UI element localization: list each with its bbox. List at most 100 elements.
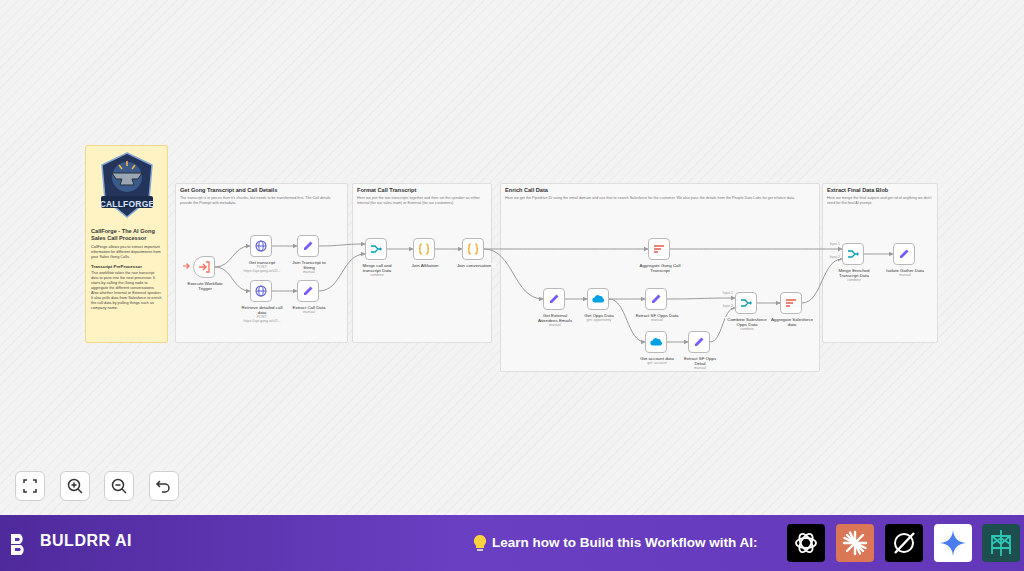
chatgpt-icon: [787, 524, 825, 562]
workflow-node: Get account dataget: account: [645, 331, 667, 353]
node-icon: [846, 247, 860, 261]
node-caption: Aggregate Gong Call Transcript: [638, 263, 682, 273]
group-title: Format Call Transcript: [357, 187, 487, 194]
node-icon: [547, 292, 561, 306]
workflow-node: Join Affiliation: [413, 238, 435, 260]
sticky-body: CallForge allows you to extract importan…: [91, 245, 162, 260]
zoom-in-button: [60, 471, 90, 501]
group-title: Extract Final Data Blob: [827, 187, 933, 194]
workflow-node: Extract Call Datamanual: [297, 280, 319, 302]
node-subtitle: manual: [635, 318, 679, 322]
promo-text: Learn how to Build this Workflow with AI…: [492, 535, 784, 550]
group-note: Format Call TranscriptHere we join the t…: [352, 183, 492, 343]
node-subtitle: POST: https://api.gong.io/v2/...: [240, 315, 284, 324]
zoom-out-button: [104, 471, 134, 501]
logo-wordmark: CALLFORGE: [96, 199, 158, 209]
node-icon: [197, 260, 211, 274]
workflow-node: Retrieve detailed call dataPOST: https:/…: [250, 280, 272, 302]
connector: [609, 299, 645, 300]
node-icon: [652, 242, 666, 256]
node-icon: [739, 296, 753, 310]
workflow-node: Aggregate Gong Call Transcript: [648, 238, 670, 260]
node-subtitle: combine: [725, 327, 769, 331]
buldrr-logo: [8, 531, 34, 557]
workflow-node: Merge Enriched Transcript Datacombine: [842, 243, 864, 265]
node-subtitle: manual: [678, 366, 722, 370]
group-note: Extract Final Data BlobHere we merge the…: [822, 183, 938, 343]
node-icon: [649, 292, 663, 306]
connector: [435, 249, 462, 250]
node-caption: Join Affiliation: [403, 263, 447, 268]
node-icon: [301, 239, 315, 253]
node-caption: Merge Enriched Transcript Datacombine: [832, 268, 876, 282]
node-caption: Isolate Gather Datamanual: [883, 268, 927, 277]
node-subtitle: combine: [355, 273, 399, 277]
sticky-title: CallForge - The AI Gong Sales Call Proce…: [91, 228, 162, 242]
undo-button: [149, 471, 179, 501]
node-icon: [466, 242, 480, 256]
workflow-node: Join conversation: [462, 238, 484, 260]
connector: [272, 246, 297, 247]
node-caption: Join Transcript to Stringmanual: [287, 260, 331, 274]
node-icon: [649, 335, 663, 349]
node-label: Join Transcript to String: [287, 260, 331, 270]
node-caption: Extract SF Opps Datamanual: [635, 313, 679, 322]
group-description: Here we merge the final outputs and get …: [827, 196, 933, 206]
connector: [670, 249, 842, 250]
group-note: Enrich Call DataHere we get the Pipedriv…: [500, 183, 820, 372]
group-note: Get Gong Transcript and Call DetailsThe …: [175, 183, 348, 343]
node-icon: [784, 296, 798, 310]
callforge-logo: [97, 151, 157, 221]
zoom-in-icon: [61, 472, 89, 500]
node-icon: [254, 239, 268, 253]
node-label: Execute Workflow Trigger: [183, 281, 227, 291]
fit-icon: [16, 472, 44, 500]
grok-icon: [885, 524, 923, 562]
workflow-node: Join Transcript to Stringmanual: [297, 235, 319, 257]
node-subtitle: manual: [883, 273, 927, 277]
node-icon: [692, 335, 706, 349]
node-caption: Extract Call Datamanual: [287, 305, 331, 314]
workflow-node: Get transcriptPOST: https://api.gong.io/…: [250, 235, 272, 257]
workflow-node: Extract SF Opps Datamanual: [645, 288, 667, 310]
node-subtitle: combine: [832, 278, 876, 282]
node-subtitle: manual: [533, 323, 577, 327]
node-label: Extract SF Opps Detail: [678, 356, 722, 366]
input-label: Input 1: [718, 291, 733, 295]
bulb-icon: [472, 534, 488, 552]
node-caption: Get account dataget: account: [635, 356, 679, 365]
sticky-body: This workflow takes the raw transcript d…: [91, 271, 162, 310]
node-caption: Aggregate Salesforce data: [770, 317, 814, 327]
node-label: Aggregate Gong Call Transcript: [638, 263, 682, 273]
group-description: The transcript is in pieces then it's ch…: [180, 196, 343, 206]
connector: [387, 249, 413, 250]
node-label: Join conversation: [452, 263, 496, 268]
workflow-node: Get Opps Dataget: opportunity: [587, 288, 609, 310]
node-label: Retrieve detailed call data: [240, 305, 284, 315]
node-subtitle: manual: [287, 310, 331, 314]
node-caption: Get transcriptPOST: https://api.gong.io/…: [240, 260, 284, 274]
workflow-node: Merge call and transcript Datacombine: [365, 238, 387, 260]
node-icon: [591, 292, 605, 306]
node-icon: [301, 284, 315, 298]
node-icon: [254, 284, 268, 298]
connector: [864, 254, 893, 255]
group-title: Enrich Call Data: [505, 187, 815, 194]
node-subtitle: get: account: [635, 361, 679, 365]
connector: [565, 299, 587, 300]
node-subtitle: get: opportunity: [577, 318, 621, 322]
perplexity-icon: [982, 524, 1020, 562]
fit-view-button: [15, 471, 45, 501]
node-caption: Join conversation: [452, 263, 496, 268]
workflow-node: Combine Salesforce Opps Datacombine: [735, 292, 757, 314]
workflow-node: Aggregate Salesforce data: [780, 292, 802, 314]
node-subtitle: manual: [287, 270, 331, 274]
workflow-node: Isolate Gather Datamanual: [893, 243, 915, 265]
undo-icon: [150, 472, 178, 500]
connector: [757, 303, 780, 304]
brand-name: BULDRR AI: [40, 532, 160, 550]
node-label: Merge call and transcript Data: [355, 263, 399, 273]
node-label: Join Affiliation: [403, 263, 447, 268]
